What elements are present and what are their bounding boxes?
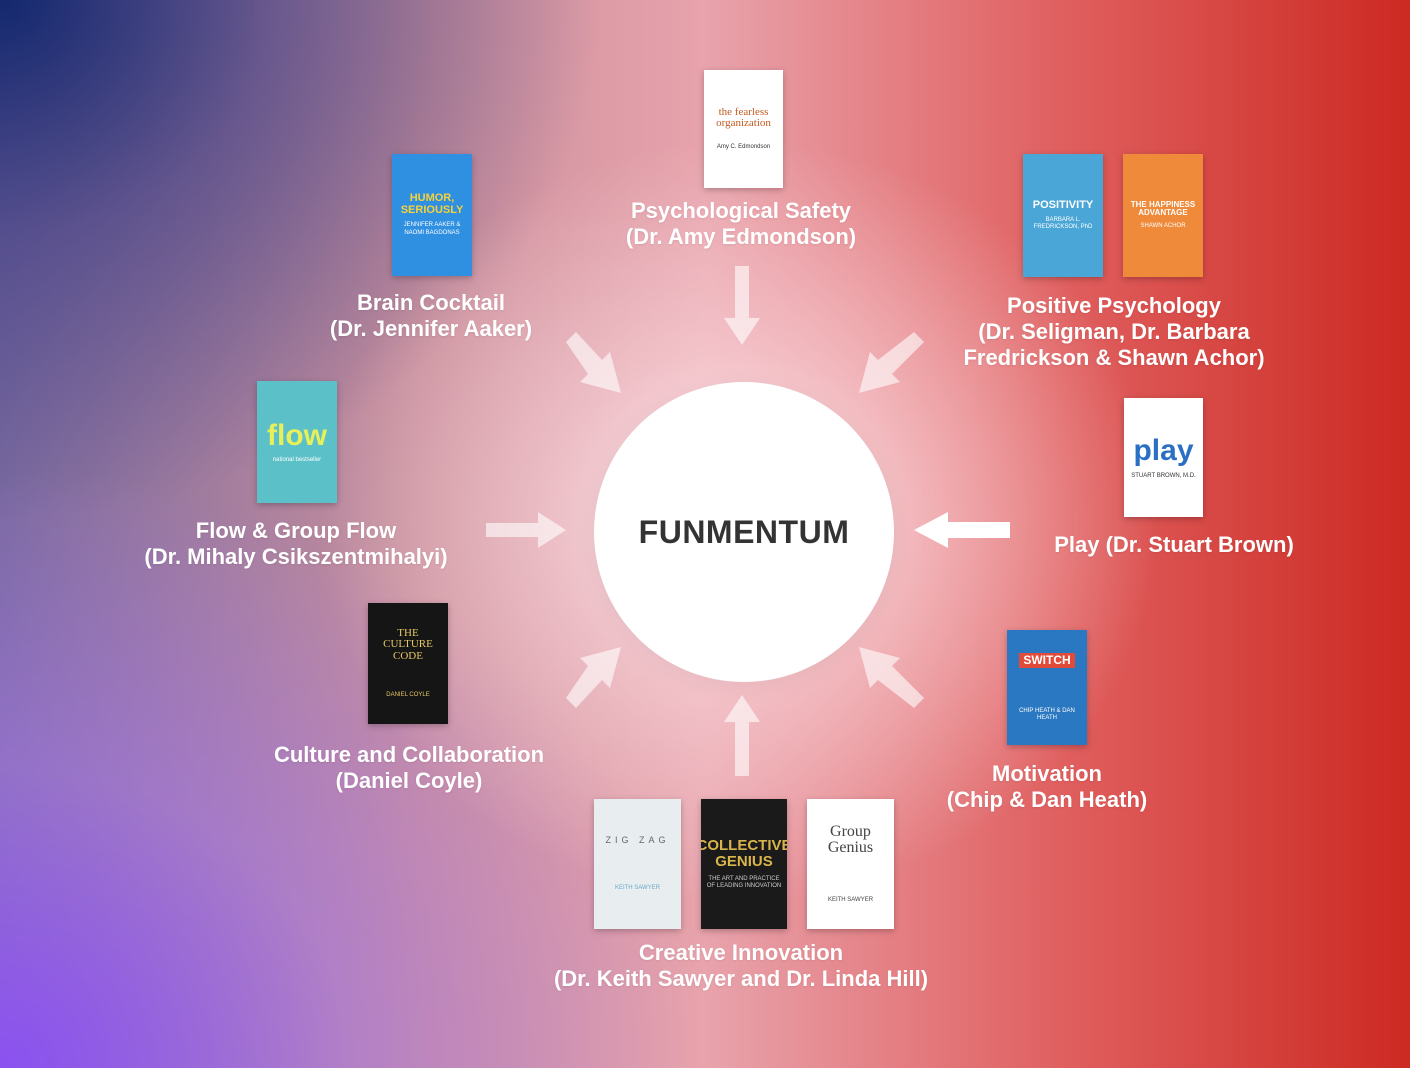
node-creative-innovation: Creative Innovation (Dr. Keith Sawyer an…	[516, 940, 966, 992]
book-humor-seriously: HUMOR, SERIOUSLY JENNIFER AAKER & NAOMI …	[392, 154, 472, 276]
node-subtitle: (Chip & Dan Heath)	[946, 787, 1148, 812]
node-subtitle: (Daniel Coyle)	[335, 768, 483, 793]
book-author: KEITH SAWYER	[827, 897, 874, 904]
node-title: Brain Cocktail	[357, 290, 505, 315]
arrow-from-bottom	[724, 695, 760, 776]
arrow-from-right	[914, 512, 1010, 548]
book-author: STUART BROWN, M.D.	[1131, 472, 1196, 479]
book-author: BARBARA L. FREDRICKSON, PhD	[1033, 217, 1093, 231]
node-motivation: Motivation (Chip & Dan Heath)	[897, 761, 1197, 813]
book-title: POSITIVITY	[1032, 198, 1094, 211]
node-play: Play (Dr. Stuart Brown)	[1024, 532, 1324, 558]
book-fearless-organization: the fearless organization Amy C. Edmonds…	[704, 70, 783, 188]
book-author: DANIEL COYLE	[386, 692, 430, 699]
book-title: the fearless organization	[716, 105, 771, 130]
book-title: ZIG ZAG	[605, 834, 670, 845]
book-author: national bestseller	[272, 457, 322, 464]
book-zig-zag: ZIG ZAG KEITH SAWYER	[594, 799, 681, 929]
node-subtitle: (Dr. Seligman, Dr. Barbara	[978, 319, 1250, 344]
node-flow: Flow & Group Flow (Dr. Mihaly Csikszentm…	[96, 518, 496, 570]
arrow-from-bottom-right	[859, 647, 924, 708]
book-group-genius: Group Genius KEITH SAWYER	[807, 799, 894, 929]
book-culture-code: THE CULTURE CODE DANIEL COYLE	[368, 603, 448, 724]
book-happiness-advantage: THE HAPPINESS ADVANTAGE SHAWN ACHOR	[1123, 154, 1203, 277]
arrow-from-top-left	[566, 332, 621, 393]
book-flow: flow national bestseller	[257, 381, 337, 503]
node-title: Culture and Collaboration	[273, 742, 545, 767]
book-play: play STUART BROWN, M.D.	[1124, 398, 1203, 517]
node-subtitle-2: Fredrickson & Shawn Achor)	[963, 345, 1265, 370]
center-label: FUNMENTUM	[638, 513, 850, 550]
book-title: Group Genius	[827, 822, 874, 857]
book-title: flow	[267, 418, 327, 452]
node-brain-cocktail: Brain Cocktail (Dr. Jennifer Aaker)	[281, 290, 581, 342]
book-author: CHIP HEATH & DAN HEATH	[1019, 707, 1075, 721]
node-culture: Culture and Collaboration (Daniel Coyle)	[234, 742, 584, 794]
book-collective-genius: COLLECTIVE GENIUS THE ART AND PRACTICE O…	[701, 799, 787, 929]
book-author: JENNIFER AAKER & NAOMI BAGDONAS	[403, 222, 461, 236]
node-psychological-safety: Psychological Safety (Dr. Amy Edmondson)	[541, 198, 941, 250]
book-author: SHAWN ACHOR	[1140, 223, 1186, 230]
arrow-from-left	[486, 512, 566, 548]
arrow-from-bottom-left	[566, 647, 621, 708]
node-title: Psychological Safety	[630, 198, 852, 223]
center-node: FUNMENTUM	[594, 382, 894, 682]
node-subtitle: (Dr. Mihaly Csikszentmihalyi)	[144, 544, 448, 569]
book-title: THE HAPPINESS ADVANTAGE	[1130, 199, 1196, 217]
book-title: COLLECTIVE GENIUS	[701, 837, 787, 870]
node-subtitle: (Dr. Keith Sawyer and Dr. Linda Hill)	[553, 966, 929, 991]
node-title: Flow & Group Flow	[195, 518, 397, 543]
node-title: Positive Psychology	[1007, 293, 1221, 318]
node-subtitle: (Dr. Jennifer Aaker)	[329, 316, 533, 341]
book-author: KEITH SAWYER	[614, 885, 661, 892]
book-author: THE ART AND PRACTICE OF LEADING INNOVATI…	[706, 875, 782, 889]
book-title: play	[1133, 434, 1194, 468]
node-title: Creative Innovation	[638, 940, 844, 965]
book-title: HUMOR, SERIOUSLY	[400, 192, 464, 216]
book-author: Amy C. Edmondson	[716, 143, 771, 150]
book-title: SWITCH	[1019, 653, 1075, 668]
book-switch: SWITCH CHIP HEATH & DAN HEATH	[1007, 630, 1087, 745]
arrow-from-top-right	[859, 332, 924, 393]
node-title: Play (Dr. Stuart Brown)	[1054, 532, 1294, 557]
arrow-from-top	[724, 266, 760, 345]
book-title: THE CULTURE CODE	[383, 626, 433, 662]
node-subtitle: (Dr. Amy Edmondson)	[625, 224, 857, 249]
node-title: Motivation	[992, 761, 1102, 786]
node-positive-psychology: Positive Psychology (Dr. Seligman, Dr. B…	[914, 293, 1314, 371]
book-positivity: POSITIVITY BARBARA L. FREDRICKSON, PhD	[1023, 154, 1103, 277]
